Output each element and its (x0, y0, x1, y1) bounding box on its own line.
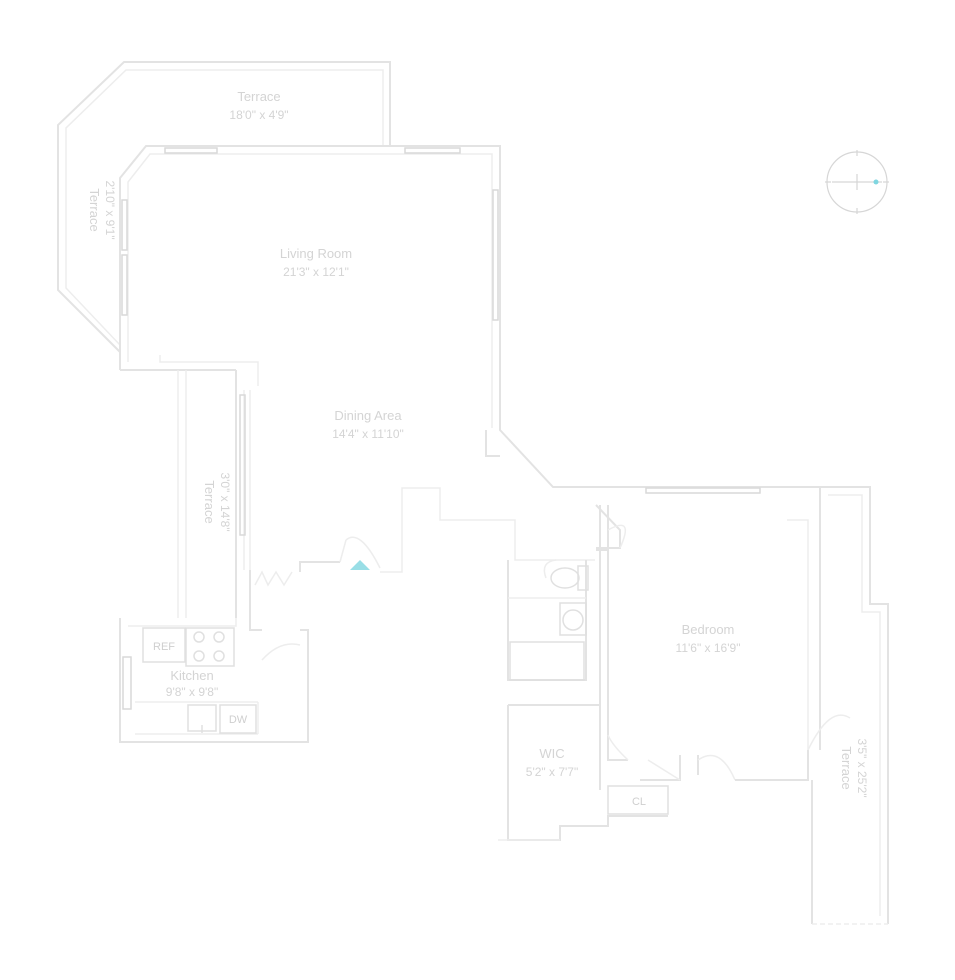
compass-icon (825, 150, 889, 214)
wic-walls (498, 704, 669, 841)
hall-walls (249, 487, 621, 631)
bedroom-name: Bedroom (682, 622, 735, 637)
terrace-left-dims: 2'10" x 9'1" (103, 180, 117, 239)
terrace-top-dims: 18'0" x 4'9" (229, 108, 288, 122)
stove-icon (185, 627, 235, 667)
bathroom (507, 559, 589, 681)
refrigerator-icon (142, 627, 186, 663)
bath-sink-icon (559, 602, 587, 636)
wic-dims: 5'2" x 7'7" (526, 765, 578, 779)
dining-area-name: Dining Area (334, 408, 402, 423)
living-room-dims: 21'3" x 12'1" (283, 265, 349, 279)
closet-box (607, 785, 669, 815)
kitchen-fixtures (142, 627, 257, 734)
wic-name: WIC (539, 746, 564, 761)
living-dining-walls (119, 145, 820, 618)
kitchen-walls (119, 618, 309, 743)
bedroom-dims: 11'6" x 16'9" (676, 641, 741, 655)
terrace-right-name: Terrace (839, 746, 854, 789)
windows (121, 147, 761, 710)
living-room-name: Living Room (280, 246, 352, 261)
terrace-left-name: Terrace (87, 188, 102, 231)
entry-marker-icon (350, 560, 370, 570)
dw-label: DW (229, 714, 248, 726)
terrace-top-name: Terrace (237, 89, 280, 104)
cl-label: CL (632, 796, 646, 808)
kitchen-name: Kitchen (170, 668, 213, 683)
kitchen-dims: 9'8" x 9'8" (166, 685, 218, 699)
terrace-top-outline (57, 61, 391, 353)
ref-label: REF (153, 641, 175, 653)
bedroom-walls (596, 487, 851, 781)
dining-area-dims: 14'4" x 11'10" (332, 427, 404, 441)
terrace-right-dims: 3'5" x 25'2" (855, 738, 869, 797)
bathtub-icon (509, 641, 585, 681)
terrace-right-outline (811, 486, 889, 925)
dishwasher-icon (219, 704, 257, 734)
toilet-icon (550, 567, 580, 589)
terrace-mid-name: Terrace (202, 480, 217, 523)
terrace-mid-dims: 3'0" x 14'8" (218, 472, 232, 531)
